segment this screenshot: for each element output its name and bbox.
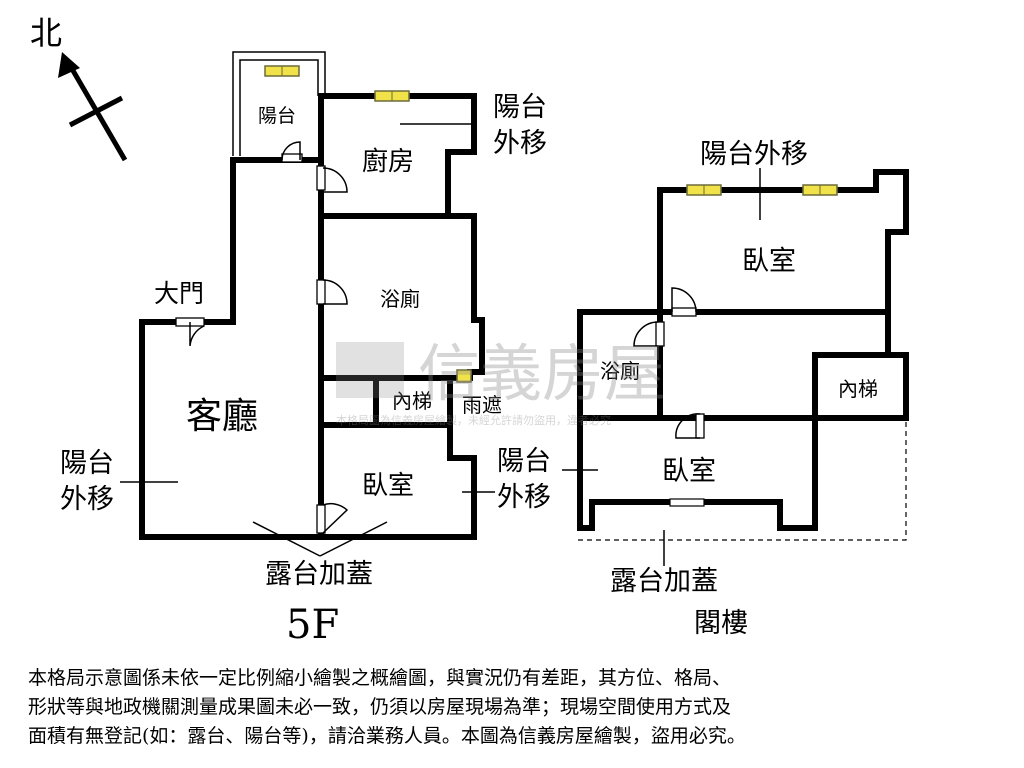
balcony-outline-inner [239,59,319,156]
wall-east-upper [318,93,485,375]
label-inner-stair: 內梯 [392,389,432,413]
watermark-notice: 本格局圖為信義房屋繪製，未經允許請勿盜用，違者必究 [336,413,611,427]
floor-plan-drawing: 北 [30,14,909,648]
label-attic-floor: 閣樓 [694,608,748,639]
wall-outer [139,93,477,540]
rain-shelter-window [456,369,472,383]
label-attic-bedroom-top: 臥室 [742,246,796,277]
label-main-door: 大門 [154,279,204,308]
label-balcony-moved-top-1: 陽台 [493,92,547,123]
balcony-outline-outer [232,51,326,156]
door-balcony [281,141,303,163]
disclaimer-line-3: 面積有無登記(如：露台、陽台等)，請洽業務人員。本圖為信義房屋繪製，盜用必究。 [28,725,746,747]
disclaimer-line-1: 本格局示意圖係未依一定比例縮小繪製之概繪圖，與實況仍有差距，其方位、格局、 [28,667,732,689]
north-arrow-icon [58,52,80,78]
disclaimer-line-2: 形狀等與地政機關測量成果圖未必一致，仍須以房屋現場為準；現場空間使用方式及 [28,696,732,718]
label-balcony-moved-left-1: 陽台 [60,448,114,479]
label-bedroom: 臥室 [362,471,414,501]
label-balcony: 陽台 [258,105,296,127]
label-living-room: 客廳 [186,396,258,437]
label-attic-bedroom-bottom: 臥室 [662,456,716,487]
plan-attic: 陽台外移 臥室 浴廁 內梯 臥室 露台加蓋 閣樓 [562,139,909,639]
label-balcony-moved-right-2: 外移 [497,482,551,513]
watermark-brand: 信義房屋 [418,337,666,410]
label-attic-bathroom: 浴廁 [600,359,640,383]
compass-crossbar [68,95,124,128]
watermark-logo-icon [336,342,404,398]
label-bathroom: 浴廁 [380,287,420,311]
label-attic-terrace: 露台加蓋 [610,566,718,597]
leader-terrace-a [252,521,321,557]
door-attic-bedroom [671,287,697,317]
leader-terrace-b [319,521,388,557]
door-kitchen [316,165,348,193]
label-balcony-moved-left-2: 外移 [60,484,114,515]
door-bathroom [316,279,348,305]
terrace-dashed-outline [578,418,907,541]
wall-attic-stair [812,352,909,421]
door-main [175,317,205,347]
attic-sliding-door [669,498,705,507]
label-attic-balcony-moved: 陽台外移 [700,139,808,170]
door-attic-bedroom2 [675,413,705,439]
label-balcony-moved-right-1: 陽台 [497,446,551,477]
compass: 北 [30,14,128,162]
door-attic-bath [633,321,665,347]
label-attic-inner-stair: 內梯 [838,377,878,401]
watermark: 信義房屋 本格局圖為信義房屋繪製，未經允許請勿盜用，違者必究 [336,337,666,427]
door-bedroom [316,502,349,534]
label-rain-shelter: 雨遮 [462,393,502,417]
label-floor-5f: 5F [286,602,339,648]
plan-5f: 陽台 廚房 陽台 外移 浴廁 大門 客廳 陽台 外移 內梯 雨遮 臥室 陽台 外… [60,51,551,648]
label-kitchen: 廚房 [362,147,414,177]
north-label: 北 [30,14,62,52]
label-terrace: 露台加蓋 [265,559,373,590]
label-balcony-moved-top-2: 外移 [493,128,547,159]
disclaimer: 本格局示意圖係未依一定比例縮小繪製之概繪圖，與實況仍有差距，其方位、格局、 形狀… [28,664,1008,751]
